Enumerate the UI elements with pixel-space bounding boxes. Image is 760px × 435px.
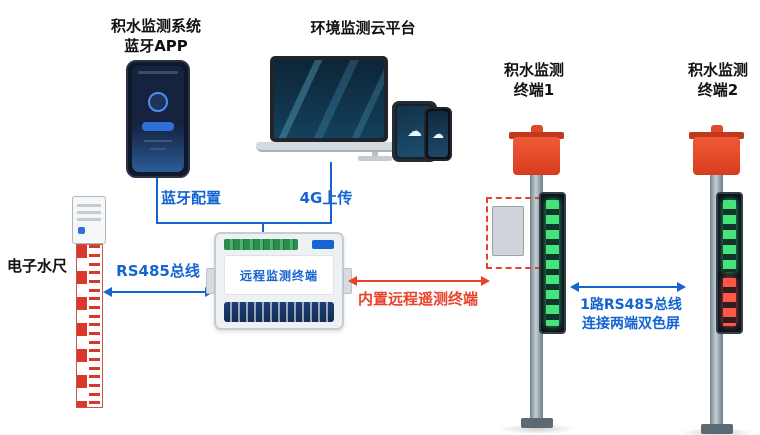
phone-app-label-line2: 蓝牙APP [124,37,188,56]
rtu-drop-line [262,222,264,234]
smartphone-statusbar [138,71,178,74]
control-box-highlight [486,197,541,269]
terminal1-label-line1: 积水监测 [503,61,564,79]
rtu-brand-logo [312,240,334,249]
pole1-control-box [492,206,524,256]
telemetry-link-line [356,280,486,282]
laptop-base [256,142,402,152]
monitor-foot [358,156,392,161]
dual-screen-label-line1: 1路RS485总线 [572,296,690,315]
builtin-rtu-text: 内置远程遥测终端 [357,290,478,308]
phone-app-label: 积水监测系统 蓝牙APP [92,16,220,57]
cloud-platform-label-text: 环境监测云平台 [310,19,416,37]
water-gauge-sensor-head [72,196,106,244]
mobile-device: ☁ [424,107,452,161]
mobile-screen: ☁ [428,111,448,157]
smartphone-device [126,60,190,178]
4g-upload-label: 4G上传 [290,188,362,208]
rtu-mounting-ear [206,268,215,294]
app-text-line [144,140,172,142]
gauge-graduation-checker [77,245,87,407]
dual-screen-label-line2: 连接两端双色屏 [572,315,690,334]
app-logo-icon [148,92,168,112]
phone-app-label-line1: 积水监测系统 [110,17,201,35]
app-button [142,122,174,131]
pole2-beacon-flange [689,132,744,139]
cloud-link-line [330,162,332,224]
bluetooth-config-label: 蓝牙配置 [150,188,232,208]
telemetry-arrow-right [481,276,490,286]
water-gauge-label: 电子水尺 [4,256,70,276]
4g-upload-text: 4G上传 [299,189,353,207]
rtu-terminal-strip [224,302,334,322]
pole2-base [701,424,733,434]
rs485-bus-label: RS485总线 [104,261,212,281]
rtu-plate-text: 远程监测终端 [239,268,318,283]
gauge-slot [77,211,101,214]
pole2-led-display [716,192,743,334]
pole1-shadow [498,424,576,434]
dual-screen-arrow-left [570,282,579,292]
dual-screen-arrow-right [677,282,686,292]
cloud-icon: ☁ [432,127,444,141]
cloud-platform-label: 环境监测云平台 [283,18,443,38]
dual-screen-text1: 1路RS485总线 [580,297,682,313]
rtu-device: 远程监测终端 [206,232,352,330]
terminal2-label: 积水监测 终端2 [678,60,758,101]
app-text-line [150,148,166,150]
dual-screen-link-line [578,286,682,288]
telemetry-arrow-left [348,276,357,286]
laptop-device [270,56,388,142]
bus-horizontal-line [156,222,332,224]
bluetooth-config-text: 蓝牙配置 [160,189,221,207]
gauge-indicator-led [78,227,85,234]
pole1-beacon-flange [509,132,564,139]
pole1-beacon-knob [531,125,543,133]
pole1-base [521,418,553,428]
rs485-arrow-left [103,287,112,297]
water-gauge-staff [76,244,103,408]
cloud-icon: ☁ [407,122,422,140]
rs485-bus-line [110,291,206,293]
terminal2-label-line1: 积水监测 [687,61,748,79]
terminal1-label: 积水监测 终端1 [494,60,574,101]
pole2-led-red-text [723,278,736,326]
bluetooth-link-line [156,178,158,224]
rs485-bus-text: RS485总线 [116,262,200,280]
pole2-beacon-knob [711,125,723,133]
laptop-screen-image [274,60,384,138]
pole2-led-green-text [723,200,736,272]
terminal2-label-line2: 终端2 [697,81,739,100]
smartphone-screen [132,66,184,172]
gauge-graduation-marks [89,245,100,407]
pole1-led-display [539,192,566,334]
builtin-rtu-label: 内置远程遥测终端 [348,289,488,309]
rtu-terminal-blocks [224,239,298,250]
water-gauge-text: 电子水尺 [6,257,67,275]
gauge-slot [77,218,101,221]
rtu-label-plate: 远程监测终端 [224,255,334,295]
dual-screen-text2: 连接两端双色屏 [582,316,680,332]
terminal1-label-line2: 终端1 [513,81,555,100]
pole2-beacon-light [693,137,740,175]
gauge-slot [77,204,101,207]
monitor-stand [372,146,378,158]
pole1-beacon-light [513,137,560,175]
pole1-led-green-text [546,200,559,326]
